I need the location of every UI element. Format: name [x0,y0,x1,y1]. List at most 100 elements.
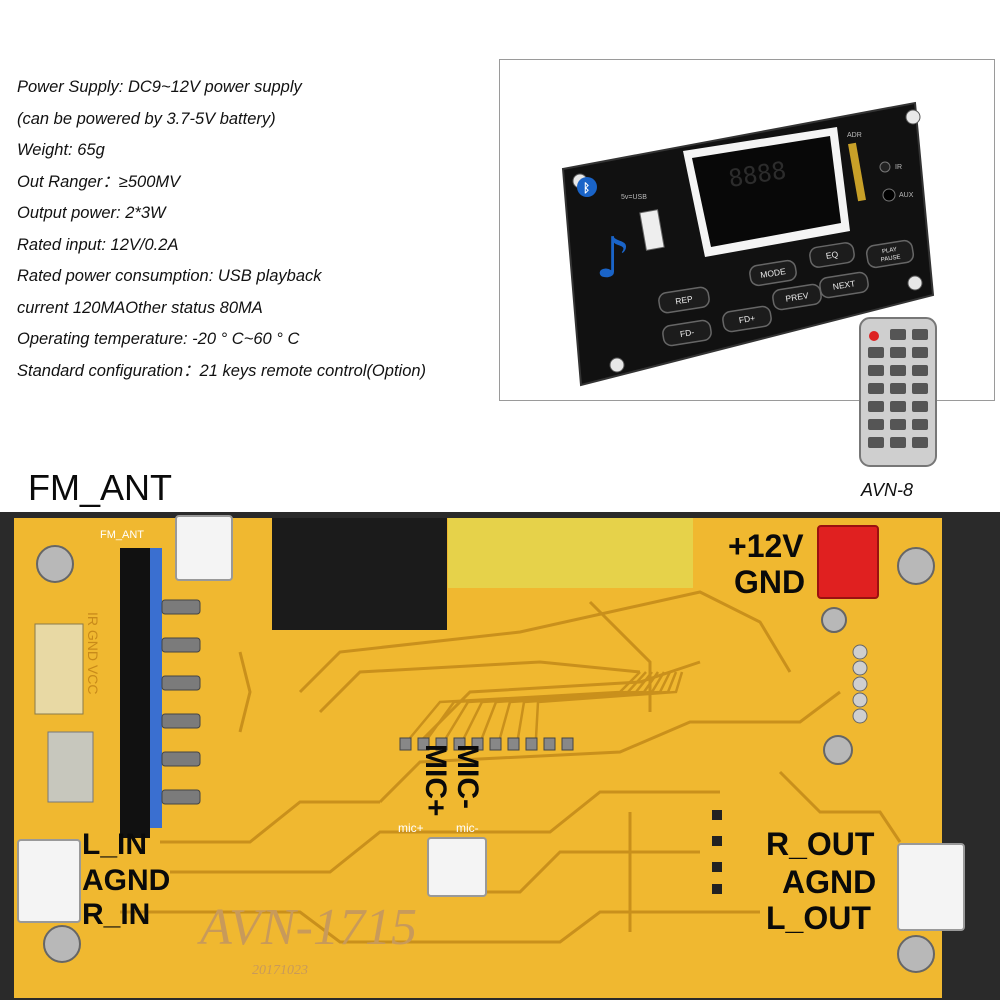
agnd-left-label: AGND [82,864,171,897]
bluetooth-icon [577,177,597,197]
mic-plus-silkscreen: mic+ [398,821,424,835]
spec-line: Output power: 2*3W [17,204,166,222]
ribbon-pin [161,751,201,767]
screw-hole [905,109,921,125]
ic-pad [399,737,412,751]
test-pad [712,810,722,820]
mounting-screw [43,925,81,963]
prev-label: PREV [785,290,810,304]
remote-key [868,419,884,430]
test-pad [712,836,722,846]
remote-key [890,383,906,394]
ic-pad [561,737,574,751]
ribbon-pin [161,789,201,805]
remote-key [912,347,928,358]
spec-line: Rated power consumption: USB playback [17,267,322,285]
ir-gnd-vcc-silkscreen: IR GND VCC [85,612,101,694]
ribbon-pin [161,599,201,615]
svg-text:ᛒ: ᛒ [583,181,590,195]
remote-key [890,401,906,412]
via-pad [852,692,868,708]
via-pad [852,676,868,692]
remote-key [868,383,884,394]
spec-list: Power Supply: DC9~12V power supply (can … [17,74,426,389]
ir-label: IR [895,164,902,171]
ir-header [34,623,84,715]
next-label: NEXT [832,278,856,291]
line-out-connector [897,843,965,931]
remote-key [868,347,884,358]
plus12v-label: +12V [728,528,804,564]
spec-line: Out Ranger：≥500MV [17,172,181,191]
remote-key [912,401,928,412]
ribbon-pin [161,675,201,691]
screw-hole [609,357,625,373]
gnd-label: GND [734,564,806,600]
ribbon-cable [150,548,162,828]
ic-pad [453,737,466,751]
r-in-label: R_IN [82,898,151,931]
ic-pad [525,737,538,751]
spec-line: Operating temperature: -20 ° C~60 ° C [17,330,300,348]
spec-line: Power Supply: DC9~12V power supply [17,78,302,96]
music-note-icon: ♪ [595,226,631,291]
board-date-silkscreen: 20171023 [252,963,308,978]
play-label: PLAY [882,247,898,255]
screw-hole [907,275,923,291]
pin-header [47,731,94,803]
r-out-label: R_OUT [766,826,875,862]
via-pad [852,644,868,660]
lcd-display [692,136,841,247]
sd-card-slot [848,142,866,202]
ribbon-pin [161,713,201,729]
remote-key [868,401,884,412]
usb-port [639,209,665,251]
remote-key [912,383,928,394]
pause-label: PAUSE [880,254,901,263]
rep-button[interactable] [658,286,711,314]
ribbon-connector [120,548,150,838]
agnd-right-label: AGND [782,864,877,900]
remote-key [912,329,928,340]
fd-plus-label: FD+ [738,313,756,325]
next-button[interactable] [819,271,870,299]
mic-plus-label: MIC+ [419,744,452,817]
spec-line: Standard configuration：21 keys remote co… [17,361,427,380]
decoder-module-image: 8888 ᛒ ♪ 5v=USB ADR IR AUX MODE EQ PLAY … [561,101,935,387]
mic-connector [427,837,487,897]
spec-line: current 120MAOther status 80MA [17,298,263,317]
test-pad [712,884,722,894]
usb-label: 5v=USB [621,194,647,201]
spec-line: Rated input: 12V/0.2A [17,235,179,254]
mounting-screw [36,545,74,583]
board-model-silkscreen: AVN-1715 [197,899,417,956]
mode-button[interactable] [749,259,798,287]
mode-label: MODE [760,266,787,280]
ic-pad [543,737,556,751]
l-out-label: L_OUT [766,900,871,936]
fd-minus-button[interactable] [662,319,713,347]
remote-key [890,365,906,376]
mic-minus-label: MIC- [451,744,484,809]
remote-control-image [859,317,937,467]
rep-label: REP [675,294,694,307]
play-pause-button[interactable] [865,239,915,269]
ic-pad [489,737,502,751]
fd-plus-button[interactable] [722,305,773,333]
fd-minus-label: FD- [679,327,695,339]
display-window [272,518,447,630]
fm-ant-silkscreen: FM_ANT [100,529,144,541]
remote-key [890,419,906,430]
remote-caption: AVN-8 [861,480,914,500]
mounting-screw [821,607,847,633]
fm-ant-label: FM_ANT [28,467,172,508]
eq-button[interactable] [809,242,856,269]
remote-key [868,437,884,448]
adr-label: ADR [847,132,862,139]
aux-label: AUX [899,192,914,199]
remote-key [890,347,906,358]
via-pad [852,660,868,676]
ic-pad [435,737,448,751]
mounting-screw [897,547,935,585]
power-connector [817,525,879,599]
